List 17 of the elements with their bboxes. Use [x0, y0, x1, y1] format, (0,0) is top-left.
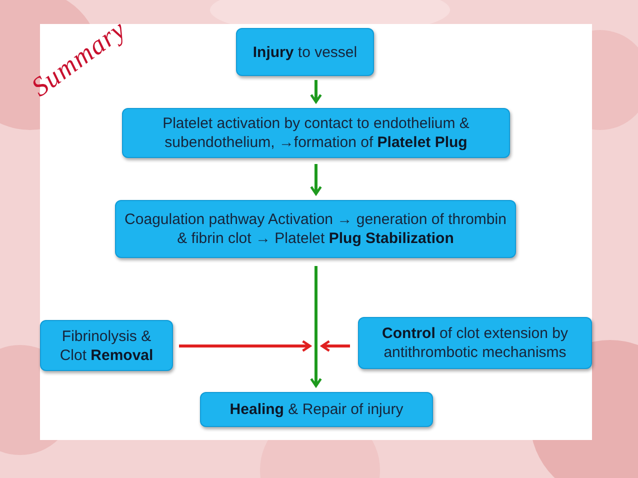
process-box: [358, 317, 592, 369]
box-text: Platelet activation by contact to endothelium & subendothelium, →formation of Platelet Plug: [162, 114, 470, 152]
box-text: Fibrinolysis & Clot Removal: [58, 326, 154, 364]
box-text: Injury to vessel: [252, 42, 358, 62]
box-text: Coagulation pathway Activation → generation of thrombin & fibrin clot → Platelet Plug Stabilization: [124, 210, 508, 248]
arrow: [179, 340, 312, 352]
box-text: Control of clot extension by antithrombotic mechanisms: [381, 324, 569, 362]
arrow: [310, 266, 322, 388]
arrow: [310, 80, 322, 104]
process-box: [40, 320, 173, 371]
box-text: Healing & Repair of injury: [230, 400, 404, 419]
process-box: [115, 200, 516, 258]
process-box: [200, 392, 433, 427]
arrow: [320, 340, 350, 352]
arrow: [310, 164, 322, 196]
process-box: [236, 28, 374, 76]
process-box: [122, 108, 510, 158]
